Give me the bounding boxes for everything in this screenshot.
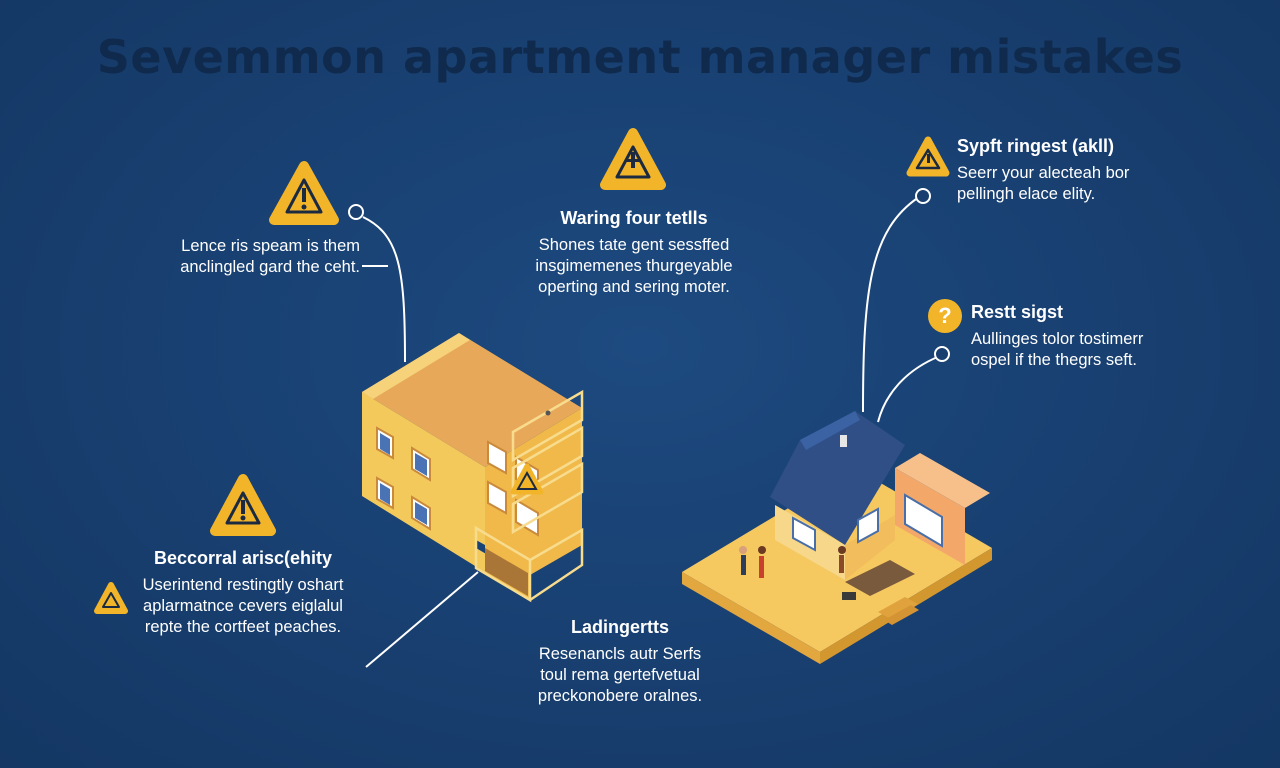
callout-text-line: preckonobere oralnes. bbox=[537, 687, 703, 705]
callout-text-line: insgimemenes thurgeyable bbox=[535, 257, 733, 275]
callout-text-line: repte the cortfeet peaches. bbox=[144, 618, 342, 636]
callout-heading: Sypft ringest (akll) bbox=[957, 136, 1115, 156]
svg-text:?: ? bbox=[938, 303, 951, 328]
connector-node-2 bbox=[915, 188, 931, 204]
callout-heading: Restt sigst bbox=[971, 302, 1064, 322]
callout-text-line: toul rema gertefvetual bbox=[540, 666, 700, 684]
callout-text-line: Aullinges tolor tostimerr bbox=[971, 330, 1144, 348]
connector-node-1 bbox=[348, 204, 364, 220]
callout-top-center: Waring four tetlls Shones tate gent sess… bbox=[504, 208, 764, 298]
connector-line-5 bbox=[365, 571, 479, 668]
callout-mid-right: Restt sigst Aullinges tolor tostimerr os… bbox=[971, 302, 1171, 371]
warning-icon bbox=[600, 128, 666, 190]
callout-text-line: Resenancls autr Serfs bbox=[538, 645, 702, 663]
callout-text-line: pellingh elace elity. bbox=[957, 185, 1096, 203]
callout-text-line: Userintend restingtly oshart bbox=[142, 576, 344, 594]
callout-text-line: aplarmatnce cevers eiglalul bbox=[143, 597, 343, 615]
people-figures bbox=[739, 546, 856, 600]
callout-bottom-left: Beccorral arisc(ehity Userintend resting… bbox=[118, 548, 368, 638]
page-title: Sevemmon apartment manager mistakes bbox=[96, 30, 1184, 84]
house-icon bbox=[682, 411, 992, 664]
callout-text-line: ospel if the thegrs seft. bbox=[971, 351, 1138, 369]
callout-text-line: Seerr your alecteah bor bbox=[957, 164, 1130, 182]
warning-icon bbox=[210, 474, 276, 536]
callout-text-line: anclingled gard the ceht. bbox=[180, 258, 360, 276]
callout-heading: Waring four tetlls bbox=[560, 208, 708, 228]
callout-heading: Ladingertts bbox=[570, 617, 669, 637]
callout-heading: Beccorral arisc(ehity bbox=[153, 548, 333, 568]
warning-icon bbox=[94, 582, 128, 614]
connector-line-3 bbox=[862, 196, 920, 413]
callout-bottom-center: Ladingertts Resenancls autr Serfs toul r… bbox=[510, 617, 730, 707]
callout-top-right: Sypft ringest (akll) Seerr your alecteah… bbox=[957, 136, 1157, 205]
warning-icon bbox=[269, 161, 339, 225]
callout-text-line: Lence ris speam is them bbox=[181, 237, 360, 255]
callout-top-left: Lence ris speam is them anclingled gard … bbox=[120, 236, 360, 278]
apartment-building-icon bbox=[362, 333, 584, 603]
connector-line-4 bbox=[877, 355, 941, 423]
warning-icon bbox=[906, 136, 950, 177]
question-icon: ? bbox=[928, 299, 962, 333]
connector-line-2 bbox=[362, 216, 406, 363]
callout-text-line: operting and sering moter. bbox=[538, 278, 730, 296]
connector-node-3 bbox=[934, 346, 950, 362]
callout-text-line: Shones tate gent sessffed bbox=[538, 236, 730, 254]
